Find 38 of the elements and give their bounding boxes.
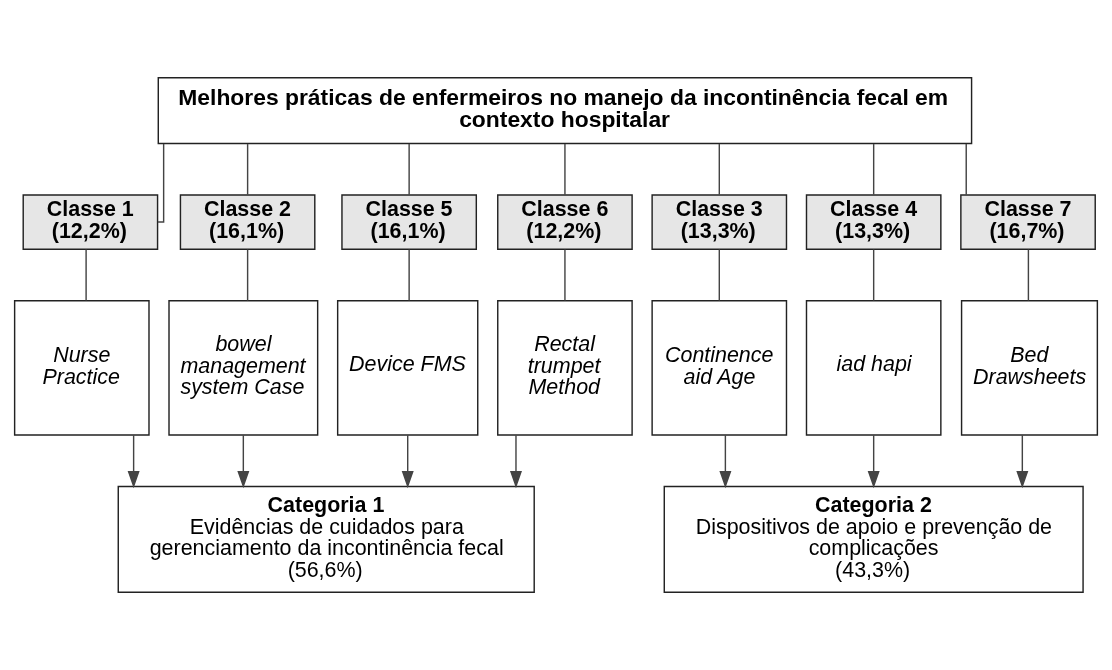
- arrow: [1016, 434, 1029, 489]
- connector: [872, 143, 875, 196]
- node-box: Classe 4 (13,3%): [805, 194, 942, 250]
- connector: [564, 143, 566, 196]
- node-box: Classe 2 (16,1%): [179, 194, 316, 250]
- connector: [872, 248, 875, 302]
- node-box: Device FMS: [336, 300, 479, 436]
- node-box: Bed Drawsheets: [960, 300, 1099, 436]
- connector: [157, 143, 165, 223]
- node-box: Classe 5 (16,1%): [341, 194, 478, 250]
- connector: [85, 248, 87, 302]
- arrow: [401, 434, 414, 489]
- node-box: Categoria 1 Evidências de cuidados para gerenciamento da incontinência fecal (56,6%): [117, 485, 535, 593]
- arrow: [867, 434, 880, 489]
- connector: [246, 143, 249, 196]
- connector: [1027, 248, 1030, 302]
- connector: [408, 248, 410, 302]
- node-box: Continence aid Age: [651, 300, 788, 436]
- node-box: Rectal trumpet Method: [497, 300, 633, 436]
- connector: [564, 248, 566, 302]
- node-box: Melhores práticas de enfermeiros no manejo da incontinência fecal em contexto hospitalar: [157, 77, 973, 145]
- connector: [965, 143, 967, 196]
- arrow: [509, 434, 522, 489]
- node-box: Classe 3 (13,3%): [651, 194, 788, 250]
- connector: [408, 143, 410, 196]
- connector: [718, 143, 720, 196]
- arrow: [719, 434, 732, 489]
- node-box: iad hapi: [805, 300, 942, 436]
- node-box: Classe 6 (12,2%): [497, 194, 633, 250]
- node-box: Classe 7 (16,7%): [960, 194, 1096, 250]
- arrow: [237, 434, 250, 489]
- node-box: bowel management system Case: [168, 300, 319, 436]
- node-box: Nurse Practice: [13, 300, 150, 436]
- connector: [718, 248, 720, 302]
- node-box: Classe 1 (12,2%): [22, 194, 159, 250]
- connector: [246, 248, 249, 302]
- node-box: Categoria 2 Dispositivos de apoio e prevenção de complicações (43,3%): [663, 485, 1084, 593]
- arrow: [127, 434, 140, 489]
